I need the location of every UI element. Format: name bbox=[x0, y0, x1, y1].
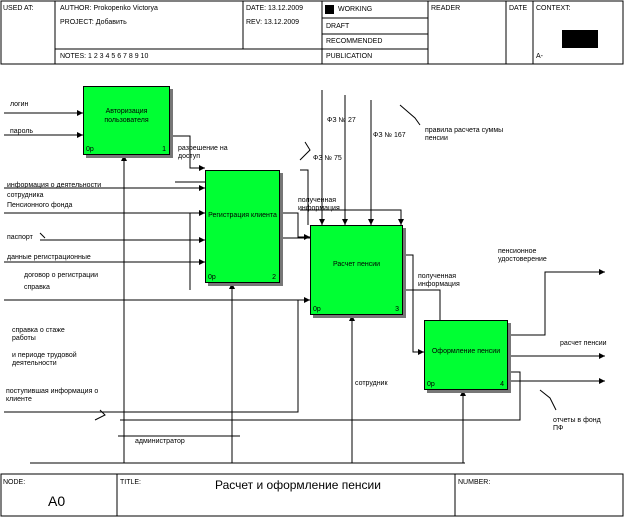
label-client-info: поступившая информация о клиенте bbox=[6, 388, 99, 403]
activity-box-1[interactable]: Авторизация пользователя 0p 1 bbox=[83, 86, 170, 155]
label-reference: справка bbox=[24, 284, 50, 291]
node-label: NODE: bbox=[3, 479, 26, 486]
label-info-about: информация о деятельности bbox=[7, 182, 102, 189]
activity-number: 1 bbox=[162, 146, 166, 153]
reader-label: READER bbox=[431, 5, 461, 12]
activity-title: Оформление пенсии bbox=[431, 348, 501, 355]
number-label: NUMBER: bbox=[458, 479, 491, 486]
activity-title: Авторизация пользователя bbox=[104, 108, 149, 124]
label-calc-pension: расчет пенсии bbox=[560, 340, 607, 347]
label-fz167: ФЗ № 167 bbox=[373, 132, 406, 139]
title-label: TITLE: bbox=[120, 479, 142, 486]
activity-id: 0p bbox=[313, 306, 321, 313]
label-contract: договор о регистрации bbox=[24, 272, 99, 279]
label-reports: отчеты в фонд ПФ bbox=[553, 417, 601, 432]
activity-id: 0p bbox=[427, 381, 435, 388]
used-at-label: USED AT: bbox=[3, 5, 34, 12]
status-recommended: RECOMMENDED bbox=[326, 38, 383, 45]
activity-number: 3 bbox=[395, 306, 399, 313]
label-password: пароль bbox=[10, 128, 34, 135]
activity-box-3[interactable]: Расчет пенсии 0p 3 bbox=[310, 225, 403, 315]
notes-field: NOTES: 1 2 3 4 5 6 7 8 9 10 bbox=[60, 53, 149, 60]
activity-title: Регистрация клиента bbox=[208, 212, 277, 219]
label-register-data: данные регистрационные bbox=[7, 254, 91, 261]
context-node: A- bbox=[536, 53, 543, 60]
activity-box-2[interactable]: Регистрация клиента 0p 2 bbox=[205, 170, 280, 283]
activity-title: Расчет пенсии bbox=[332, 261, 381, 268]
status-draft: DRAFT bbox=[326, 23, 350, 30]
label-period: и периоде трудовой деятельности bbox=[12, 352, 77, 367]
activity-number: 2 bbox=[272, 274, 276, 281]
activity-id: 0p bbox=[86, 146, 94, 153]
rev-field: REV: 13.12.2009 bbox=[246, 19, 300, 26]
activity-box-4[interactable]: Оформление пенсии 0p 4 bbox=[424, 320, 508, 390]
label-fz75: ФЗ № 75 bbox=[313, 155, 342, 162]
label-calc-rules: правила расчета суммы пенсии bbox=[425, 127, 504, 142]
label-login: логин bbox=[10, 101, 29, 108]
activity-number: 4 bbox=[500, 381, 504, 388]
label-received-info-2: полученная информация bbox=[418, 273, 460, 288]
label-pension-cert: пенсионное удостоверение bbox=[498, 248, 547, 263]
label-admin: администратор bbox=[135, 438, 185, 445]
node-value: A0 bbox=[48, 493, 66, 509]
label-fz27: ФЗ № 27 bbox=[327, 117, 356, 124]
project-field: PROJECT: Добавить bbox=[60, 19, 127, 26]
date-field: DATE: 13.12.2009 bbox=[246, 5, 304, 12]
label-access: разрешение на доступ bbox=[178, 145, 228, 160]
context-label: CONTEXT: bbox=[536, 5, 571, 12]
label-passport: паспорт bbox=[7, 234, 33, 241]
label-fund: Пенсионного фонда bbox=[7, 202, 73, 209]
label-employment: справка о стаже работы bbox=[12, 327, 65, 342]
author-field: AUTHOR: Prokopenko Victorya bbox=[60, 5, 158, 12]
label-employee: сотрудник bbox=[355, 380, 388, 387]
activity-id: 0p bbox=[208, 274, 216, 281]
label-fund-employee: сотрудника bbox=[7, 192, 44, 199]
date2-label: DATE bbox=[509, 5, 528, 12]
label-received-info: полученная информация bbox=[298, 197, 340, 212]
status-working: WORKING bbox=[338, 6, 373, 13]
page-title: Расчет и оформление пенсии bbox=[215, 478, 381, 492]
status-publication: PUBLICATION bbox=[326, 53, 373, 60]
